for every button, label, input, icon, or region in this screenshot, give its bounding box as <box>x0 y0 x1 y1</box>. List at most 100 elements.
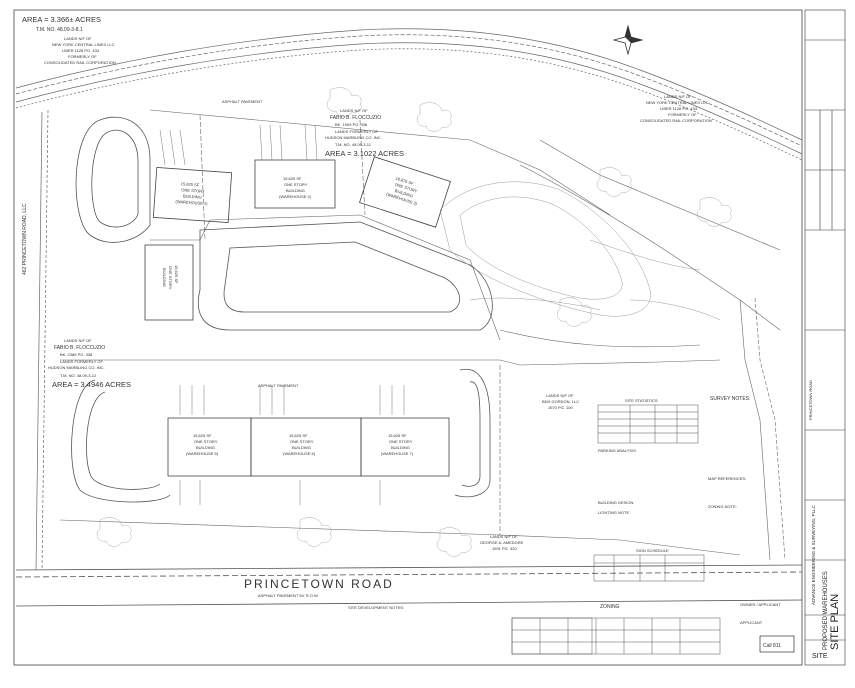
svg-text:BUILDING: BUILDING <box>286 188 305 193</box>
parcel-3-owner-4: HUDSON MARBLING CO. INC. <box>48 365 105 370</box>
svg-text:15,625 SF: 15,625 SF <box>193 433 212 438</box>
princetown-road <box>15 564 803 607</box>
call-811-text: Call 811 <box>763 643 781 649</box>
svg-text:ONE STORY: ONE STORY <box>284 182 308 187</box>
site-development-heading: SITE DEVELOPMENT NOTES: <box>348 605 404 610</box>
warehouse-west-label: 15,625 SF ONE STORY BUILDING <box>162 265 179 290</box>
svg-text:15,625 SF: 15,625 SF <box>388 433 407 438</box>
parcel-2-owner-1: FABIO B. FLOCCUZIO <box>330 115 381 121</box>
svg-text:ONE STORY: ONE STORY <box>389 439 413 444</box>
owner-applicant-heading: OWNER / APPLICANT <box>740 602 781 607</box>
east-owner-1: BDH GORDON, LLC <box>542 399 579 404</box>
title-block-sheet: SITE <box>812 653 828 660</box>
zoning-note-heading: ZONING NOTE: <box>708 504 737 509</box>
west-owner-label: 462 PRINCETOWN ROAD, LLC <box>22 203 28 275</box>
parcel-2-area: AREA = 3.1022 ACRES <box>325 149 404 158</box>
south-parking-stripes <box>179 385 405 505</box>
applicant-heading: APPLICANT <box>740 620 763 625</box>
south-owner-2: 1591 PG. 420 <box>492 546 517 551</box>
south-owner-0: LANDS N/F OF <box>490 534 518 539</box>
svg-text:BUILDING: BUILDING <box>162 268 167 287</box>
building-design-heading: BUILDING DESIGN <box>598 500 633 505</box>
svg-text:BUILDING: BUILDING <box>292 445 311 450</box>
parcel-2-owner-2: BK. 1909 PG. 336 <box>335 122 368 127</box>
parcel-1-owner-2: LIBER 1128 PG. 433 <box>62 48 100 53</box>
sign-schedule-heading: SIGN SCHEDULE <box>636 548 669 553</box>
map-references-heading: MAP REFERENCES: <box>708 476 746 481</box>
warehouse-3 <box>359 156 451 228</box>
parcel-1-owner-0: LANDS N/F OF <box>64 36 92 41</box>
svg-text:ONE STORY: ONE STORY <box>194 439 218 444</box>
east-owner-0: LANDS N/F OF <box>546 393 574 398</box>
rail-owner-east-0: LANDS N/F OF <box>664 94 692 99</box>
north-arrow-icon <box>612 24 644 56</box>
parcel-3-area: AREA = 3.4946 ACRES <box>52 380 131 389</box>
svg-text:BUILDING: BUILDING <box>196 445 215 450</box>
pavement-label-south: ASPHALT PAVEMENT <box>258 383 299 388</box>
parcel-1-owner-4: CONSOLIDATED RAIL CORPORATION <box>44 60 116 65</box>
vegetation <box>96 87 732 557</box>
rail-owner-east-3: FORMERLY OF <box>668 112 697 117</box>
svg-text:(WAREHOUSE 1): (WAREHOUSE 1) <box>175 199 208 206</box>
title-block-location: PRINCETOWN ROAD <box>808 380 813 420</box>
north-parking-stripes <box>159 124 318 166</box>
east-parcel-lines <box>499 139 786 561</box>
parcel-3-owner-3: LANDS FORMERLY OF <box>60 359 104 364</box>
rail-owner-east-2: LIBER 1128 PG. 433 <box>660 106 698 111</box>
parcel-2-owner-3: LANDS FORMERLY OF <box>335 129 379 134</box>
svg-text:15,625 SF: 15,625 SF <box>174 265 179 284</box>
title-block-subtitle: PROPOSED WAREHOUSES <box>823 571 829 650</box>
east-contours <box>439 181 721 321</box>
parcel-2-owner-0: LANDS N/F OF <box>340 108 368 113</box>
parcel-2-owner-4: HUDSON MARBLING CO. INC. <box>325 135 382 140</box>
south-building-row <box>167 417 450 477</box>
warehouse-1-label: 15,625 SF ONE STORY BUILDING (WAREHOUSE … <box>175 181 208 206</box>
south-loop-drive <box>71 368 491 503</box>
rail-owner-east-4: CONSOLIDATED RAIL CORPORATION <box>640 118 712 123</box>
pavement-label-north: ASPHALT PAVEMENT <box>222 99 263 104</box>
parcel-1-owner-3: FORMERLY OF <box>68 54 97 59</box>
site-statistics-heading: SITE STATISTICS <box>625 398 658 403</box>
svg-text:ONE STORY: ONE STORY <box>290 439 314 444</box>
title-block <box>804 9 846 666</box>
parcel-1-owner-1: NEW YORK CENTRAL LINES LLC <box>52 42 115 47</box>
parking-heading: PARKING ANALYSIS <box>598 448 636 453</box>
warehouse-1 <box>152 167 233 224</box>
parcel-2-taxmap: T.M. NO. 48.09-3-11 <box>335 142 372 147</box>
warehouse-2-label: 15,625 SF ONE STORY BUILDING (WAREHOUSE … <box>279 176 312 199</box>
south-owner-1: GEORGE A. AMEDORE <box>480 540 524 545</box>
survey-notes-heading: SURVEY NOTES: <box>710 396 750 402</box>
railroad-corridor <box>15 28 803 161</box>
sheet-border <box>13 9 803 666</box>
title-block-engineer: ADVANCE ENGINEERING & SURVEYING, PLLC <box>811 504 816 605</box>
warehouse-5-label: 15,625 SF ONE STORY BUILDING (WAREHOUSE … <box>283 433 316 456</box>
svg-text:(WAREHOUSE 2): (WAREHOUSE 2) <box>279 194 312 199</box>
parcel-3-taxmap: T.M. NO. 48.09-3-12 <box>60 373 97 378</box>
svg-text:15,625 SF: 15,625 SF <box>289 433 308 438</box>
rail-owner-east-1: NEW YORK CENTRAL LINES LLC <box>646 100 709 105</box>
svg-text:(WAREHOUSE 7): (WAREHOUSE 7) <box>381 451 414 456</box>
svg-text:(WAREHOUSE 5): (WAREHOUSE 5) <box>186 451 219 456</box>
svg-text:15,625 SF: 15,625 SF <box>283 176 302 181</box>
svg-text:(WAREHOUSE 6): (WAREHOUSE 6) <box>283 451 316 456</box>
lighting-heading: LIGHTING NOTE <box>598 510 629 515</box>
parcel-3-owner-0: LANDS N/F OF <box>64 338 92 343</box>
svg-text:BUILDING: BUILDING <box>183 193 202 199</box>
east-owner-2: 1570 PG. 100 <box>548 405 573 410</box>
warehouse-6-label: 15,625 SF ONE STORY BUILDING (WAREHOUSE … <box>381 433 414 456</box>
zoning-table-heading: ZONING <box>600 604 620 610</box>
parcel-3-owner-1: FABIO B. FLOCCUZIO <box>54 345 105 351</box>
north-parcel-lines <box>149 109 611 341</box>
parcel-1-area: AREA = 3.366± ACRES <box>22 15 101 24</box>
svg-text:ONE STORY: ONE STORY <box>181 187 205 194</box>
zoning-table <box>511 617 721 655</box>
warehouse-west <box>144 244 194 321</box>
parcel-3-owner-2: BK. 2386 PG. 338 <box>60 352 93 357</box>
warehouse-3-label: 16,875 SF ONE STORY BUILDING (WAREHOUSE … <box>386 176 419 207</box>
west-boundary <box>35 109 49 571</box>
svg-text:BUILDING: BUILDING <box>394 188 414 199</box>
parcel-1-taxmap: T.M. NO. 48.09-3-8.1 <box>36 27 83 33</box>
site-statistics-table <box>597 404 699 444</box>
road-name: PRINCETOWN ROAD <box>244 577 394 591</box>
